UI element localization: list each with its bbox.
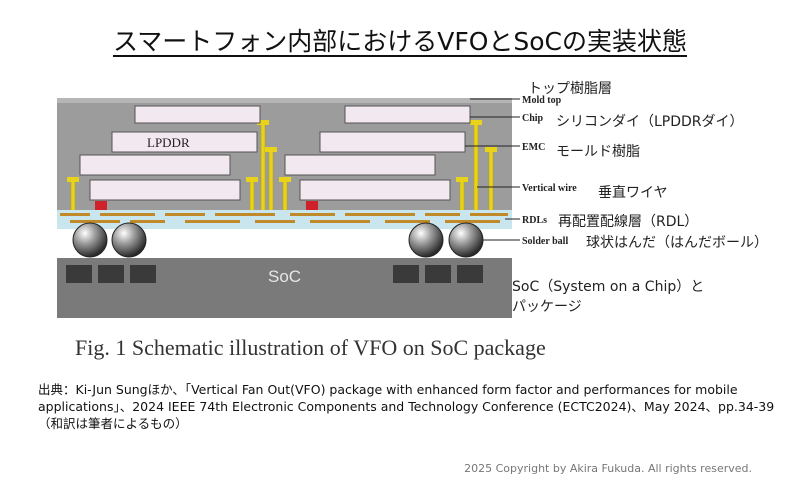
layer-label-solder-ball: Solder ball bbox=[522, 236, 568, 247]
pad-left bbox=[95, 201, 107, 210]
soc-pads bbox=[66, 265, 483, 283]
pad-right bbox=[306, 201, 318, 210]
layer-label-chip: Chip bbox=[522, 113, 544, 124]
jp-label-solder-ball: 球状はんだ（はんだボール） bbox=[586, 235, 768, 251]
right-die-stack bbox=[284, 105, 471, 201]
jp-label-rdl: 再配置配線層（RDL） bbox=[558, 214, 699, 230]
jp-label-emc: モールド樹脂 bbox=[556, 144, 640, 160]
layer-label-rdls: RDLs bbox=[522, 215, 547, 226]
soc-note-line1: SoC（System on a Chip）と bbox=[512, 279, 705, 295]
source-citation: 出典：Ki-Jun Sungほか、「Vertical Fan Out(VFO) … bbox=[38, 382, 787, 431]
leader-lines bbox=[465, 98, 520, 241]
figure-caption: Fig. 1 Schematic illustration of VFO on … bbox=[75, 335, 546, 360]
soc-note-line2: パッケージ bbox=[512, 299, 582, 315]
soc-label: SoC bbox=[268, 267, 301, 286]
wire-caps bbox=[67, 120, 497, 182]
jp-label-vertical-wire: 垂直ワイヤ bbox=[598, 185, 668, 201]
jp-label-chip: シリコンダイ（LPDDRダイ） bbox=[556, 114, 744, 130]
copyright-notice: 2025 Copyright by Akira Fukuda. All righ… bbox=[464, 462, 752, 475]
layer-label-mold-top: Mold top bbox=[522, 95, 562, 106]
page-title: スマートフォン内部におけるVFOとSoCの実装状態 bbox=[112, 27, 688, 56]
jp-label-mold-top: トップ樹脂層 bbox=[528, 81, 612, 97]
left-die-stack bbox=[79, 105, 261, 201]
layer-label-vertical-wire: Vertical wire bbox=[522, 183, 577, 194]
layer-label-emc: EMC bbox=[522, 142, 545, 153]
mold-top-layer bbox=[57, 98, 512, 103]
rdl-traces bbox=[60, 213, 508, 223]
lpddr-label: LPDDR bbox=[147, 135, 190, 150]
solder-balls bbox=[72, 222, 484, 258]
